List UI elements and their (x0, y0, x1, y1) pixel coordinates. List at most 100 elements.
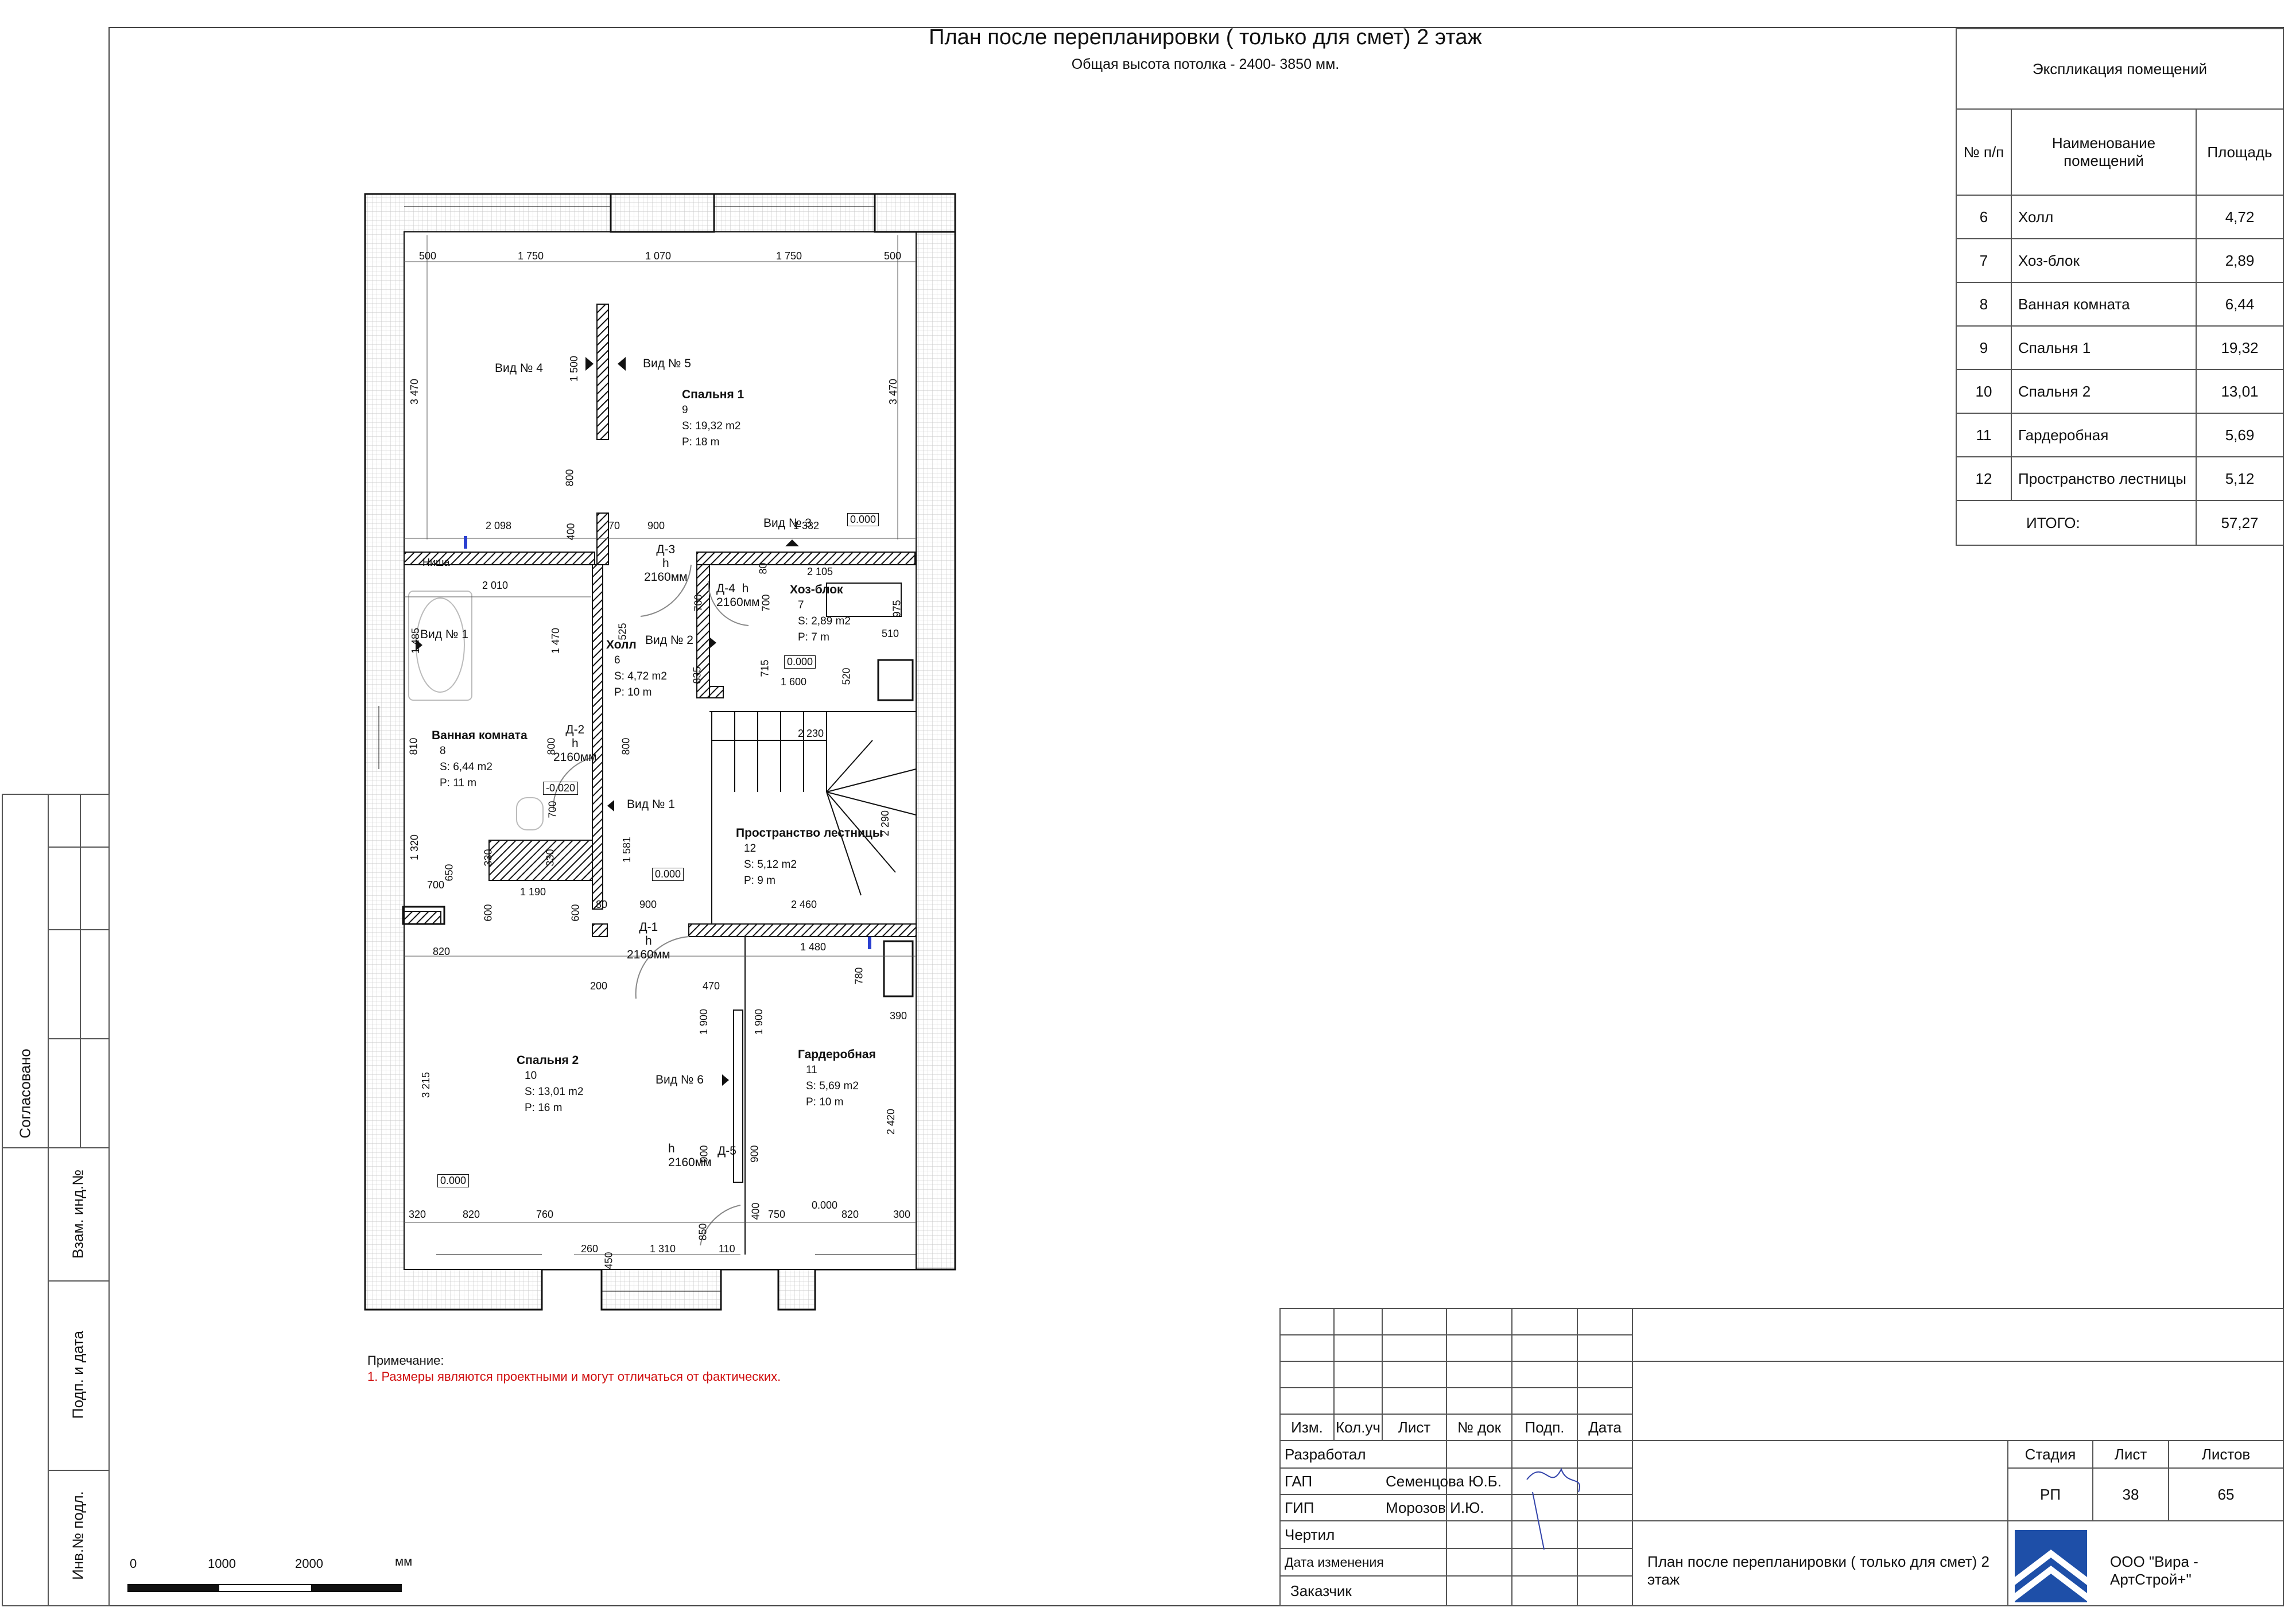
room-area: S: 4,72 m2 (614, 670, 667, 682)
row-num: 6 (1979, 208, 1988, 226)
dim-label: 110 (719, 1243, 735, 1255)
level-mark: 0.000 (437, 1174, 470, 1187)
note-text: 1. Размеры являются проектными и могут о… (367, 1369, 781, 1384)
room-num: 11 (806, 1064, 817, 1076)
room-num: 10 (525, 1070, 537, 1082)
stage-value: РП (2039, 1485, 2061, 1503)
dim-label: 2 460 (791, 899, 817, 910)
dim-label: 400 (750, 1202, 762, 1220)
room-area: S: 5,69 m2 (806, 1080, 859, 1092)
side-stamp-label: Согласовано (16, 1049, 34, 1139)
room-label-stair: Пространство лестницы (736, 826, 883, 840)
dim-label: 1 310 (650, 1243, 676, 1255)
dim-label: 750 (768, 1209, 786, 1220)
stage-value: 38 (2122, 1485, 2139, 1503)
stamp-name: Семенцова Ю.Б. (1386, 1472, 1502, 1490)
room-num: 8 (440, 745, 446, 757)
level-mark: 0.000 (652, 868, 684, 881)
note-heading: Примечание: (367, 1353, 444, 1368)
room-perim: P: 7 m (798, 631, 829, 643)
dim-label: 900 (639, 899, 657, 910)
company-logo (2015, 1530, 2087, 1602)
dim-label: 715 (759, 659, 771, 677)
dim-label: 650 (443, 864, 455, 882)
level-mark: -0.020 (543, 782, 579, 795)
room-perim: P: 18 m (682, 436, 720, 448)
dim-label: 1 900 (698, 1008, 710, 1035)
room-area: S: 2,89 m2 (798, 615, 851, 627)
dim-label: 700 (760, 594, 772, 612)
row-num: 7 (1979, 251, 1988, 269)
room-label-bedroom2: Спальня 2 (517, 1054, 579, 1067)
room-area: S: 13,01 m2 (525, 1086, 584, 1098)
row-name: Ванная комната (2018, 295, 2130, 313)
stamp-company: ООО "Вира - АртСтрой+" (2110, 1553, 2198, 1588)
room-perim: P: 11 m (440, 777, 477, 789)
row-area: 6,44 (2225, 295, 2255, 313)
dim-label: 500 (884, 250, 902, 262)
dim-label: 975 (891, 600, 903, 618)
dim-label: 900 (698, 1145, 710, 1163)
room-num: 12 (744, 842, 757, 855)
title-block (1279, 1308, 2284, 1606)
row-num: 11 (1976, 426, 1992, 444)
stage-header: Лист (2114, 1445, 2147, 1463)
room-label-storage: Хоз-блок (790, 583, 843, 596)
row-area: 5,12 (2225, 469, 2255, 487)
explication-title: Экспликация помещений (2032, 60, 2208, 77)
view-label: Вид № 6 (656, 1073, 704, 1086)
dim-label: 70 (608, 520, 620, 531)
dim-label: 300 (893, 1209, 911, 1220)
scale-label: 2000 (295, 1556, 323, 1571)
dim-label: 470 (703, 980, 720, 992)
room-area: S: 6,44 m2 (440, 761, 492, 773)
stamp-col: № док (1457, 1418, 1502, 1436)
dim-label: 835 (691, 666, 703, 684)
stamp-role: ГИП (1285, 1498, 1314, 1516)
dim-label: 700 (546, 801, 559, 818)
dim-label: 1 500 (568, 355, 580, 382)
row-name: Пространство лестницы (2018, 469, 2186, 487)
drawing-subtitle: Общая высота потолка - 2400- 3850 мм. (1071, 56, 1340, 72)
dim-label: 1 900 (753, 1008, 765, 1035)
row-area: 5,69 (2225, 426, 2255, 444)
row-area: 13,01 (2221, 382, 2259, 400)
dim-label: 1 485 (410, 627, 422, 654)
scale-label: 0 (130, 1556, 137, 1571)
dim-label: 330 (544, 849, 556, 867)
niche-label: Ниша (422, 557, 450, 568)
dim-label: 2 230 (798, 728, 824, 739)
dim-label: 810 (408, 737, 420, 755)
dim-label: 3 215 (420, 1071, 432, 1098)
stage-value: 65 (2217, 1485, 2235, 1503)
row-area: 19,32 (2221, 339, 2259, 356)
view-label: Вид № 1 (627, 798, 675, 811)
dim-label: 510 (882, 628, 899, 639)
dim-label: 260 (581, 1243, 599, 1255)
stamp-col: Изм. (1291, 1418, 1323, 1436)
stage-header: Листов (2201, 1445, 2251, 1463)
dim-label: 900 (647, 520, 665, 531)
dim-label: 320 (409, 1209, 426, 1220)
room-perim: P: 10 m (806, 1096, 844, 1108)
col-header: Площадь (2207, 143, 2272, 161)
dim-label: 1 332 (793, 520, 820, 531)
dim-label: 1 750 (776, 250, 802, 262)
total-label: ИТОГО: (2026, 514, 2080, 531)
stamp-role: Разработал (1285, 1445, 1366, 1463)
room-perim: P: 10 m (614, 686, 652, 698)
dim-label: 1 190 (520, 886, 546, 898)
dim-label: 600 (569, 904, 581, 922)
room-num: 6 (614, 654, 620, 666)
dim-label: 2 105 (807, 566, 833, 577)
dim-label: 390 (890, 1010, 907, 1022)
view-label: Вид № 1 (420, 628, 468, 641)
dim-label: 2 420 (885, 1108, 897, 1135)
stamp-role: Заказчик (1290, 1582, 1352, 1599)
room-num: 7 (798, 599, 804, 611)
row-area: 4,72 (2225, 208, 2255, 226)
